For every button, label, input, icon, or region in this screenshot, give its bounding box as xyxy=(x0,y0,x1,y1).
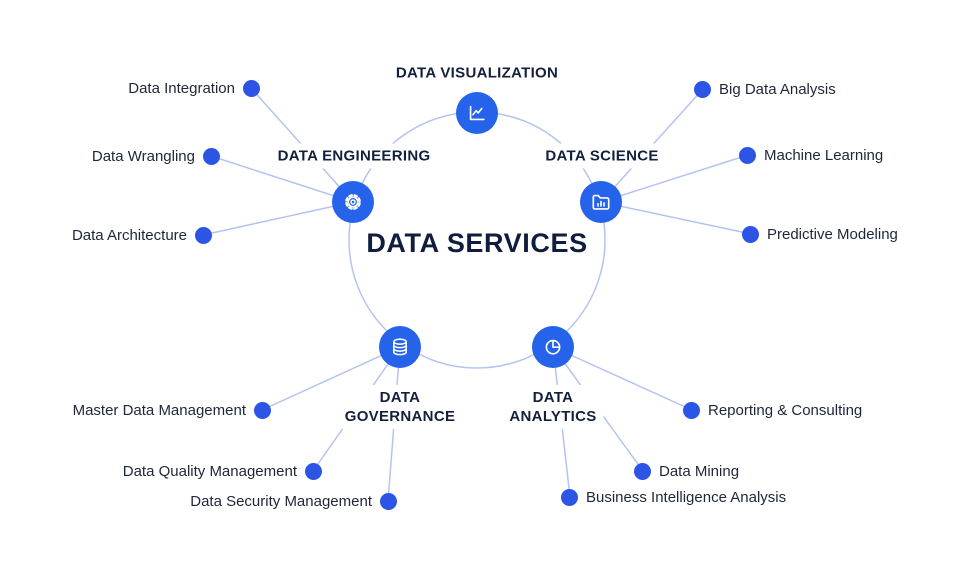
item-label: Data Security Management xyxy=(190,492,372,510)
list-item: Reporting & Consulting xyxy=(683,397,862,423)
connector-line xyxy=(210,155,354,203)
item-label: Machine Learning xyxy=(764,146,884,164)
node-data-visualization xyxy=(456,92,498,134)
item-label: Master Data Management xyxy=(72,401,246,419)
category-label-line: GOVERNANCE xyxy=(344,408,456,425)
connector-line xyxy=(202,201,354,236)
item-bullet xyxy=(634,462,651,480)
item-label: Business Intelligence Analysis xyxy=(586,488,787,506)
item-bullet xyxy=(380,492,397,510)
list-item: Data Architecture xyxy=(72,222,212,248)
connector-line xyxy=(552,346,693,411)
list-item: Predictive Modeling xyxy=(742,221,898,247)
item-bullet xyxy=(305,462,322,480)
category-label-data-engineering: DATA ENGINEERING xyxy=(270,143,438,169)
title-line-1: DATA xyxy=(366,227,439,258)
list-item: Machine Learning xyxy=(739,142,883,168)
node-data-analytics xyxy=(532,326,574,368)
item-label: Data Integration xyxy=(128,79,235,97)
title-line-2: SERVICES xyxy=(446,227,588,258)
list-item: Data Mining xyxy=(634,458,739,484)
item-label: Data Wrangling xyxy=(91,147,195,165)
pie-chart-icon xyxy=(545,339,561,355)
category-label-line: DATA xyxy=(532,388,574,406)
list-item: Big Data Analysis xyxy=(694,76,836,102)
item-label: Data Quality Management xyxy=(122,462,297,480)
category-label-data-governance: DATA GOVERNANCE xyxy=(337,384,463,430)
database-icon xyxy=(392,338,408,356)
item-bullet xyxy=(195,226,212,244)
item-bullet xyxy=(254,401,271,419)
list-item: Business Intelligence Analysis xyxy=(561,484,786,510)
list-item: Data Security Management xyxy=(190,488,397,514)
item-bullet xyxy=(561,488,578,506)
connector-line xyxy=(600,154,749,203)
list-item: Master Data Management xyxy=(73,397,271,423)
list-item: Data Quality Management xyxy=(123,458,322,484)
list-item: Data Wrangling xyxy=(92,143,220,169)
item-bullet xyxy=(739,146,756,164)
item-label: Data Mining xyxy=(659,462,740,480)
gear-icon xyxy=(345,194,361,210)
category-label-data-visualization: DATA VISUALIZATION xyxy=(388,60,566,86)
item-label: Predictive Modeling xyxy=(767,225,898,243)
category-label-line: DATA xyxy=(379,388,421,406)
page-title: DATA SERVICES xyxy=(366,229,587,257)
node-data-governance xyxy=(379,326,421,368)
item-bullet xyxy=(683,401,700,419)
line-chart-icon xyxy=(469,105,485,121)
connector-line xyxy=(600,201,752,235)
category-label-data-science: DATA SCIENCE xyxy=(538,143,666,169)
folder-chart-icon xyxy=(592,194,610,210)
list-item: Data Integration xyxy=(128,75,260,101)
item-bullet xyxy=(203,147,220,165)
item-label: Big Data Analysis xyxy=(719,80,836,98)
item-bullet xyxy=(694,80,711,98)
item-bullet xyxy=(742,225,759,243)
connector-line xyxy=(261,346,401,411)
category-label-line: ANALYTICS xyxy=(509,408,597,425)
item-label: Reporting & Consulting xyxy=(708,401,863,419)
node-data-science xyxy=(580,181,622,223)
category-label-data-analytics: DATA ANALYTICS xyxy=(502,384,604,430)
node-data-engineering xyxy=(332,181,374,223)
item-bullet xyxy=(243,79,260,97)
item-label: Data Architecture xyxy=(71,226,187,244)
